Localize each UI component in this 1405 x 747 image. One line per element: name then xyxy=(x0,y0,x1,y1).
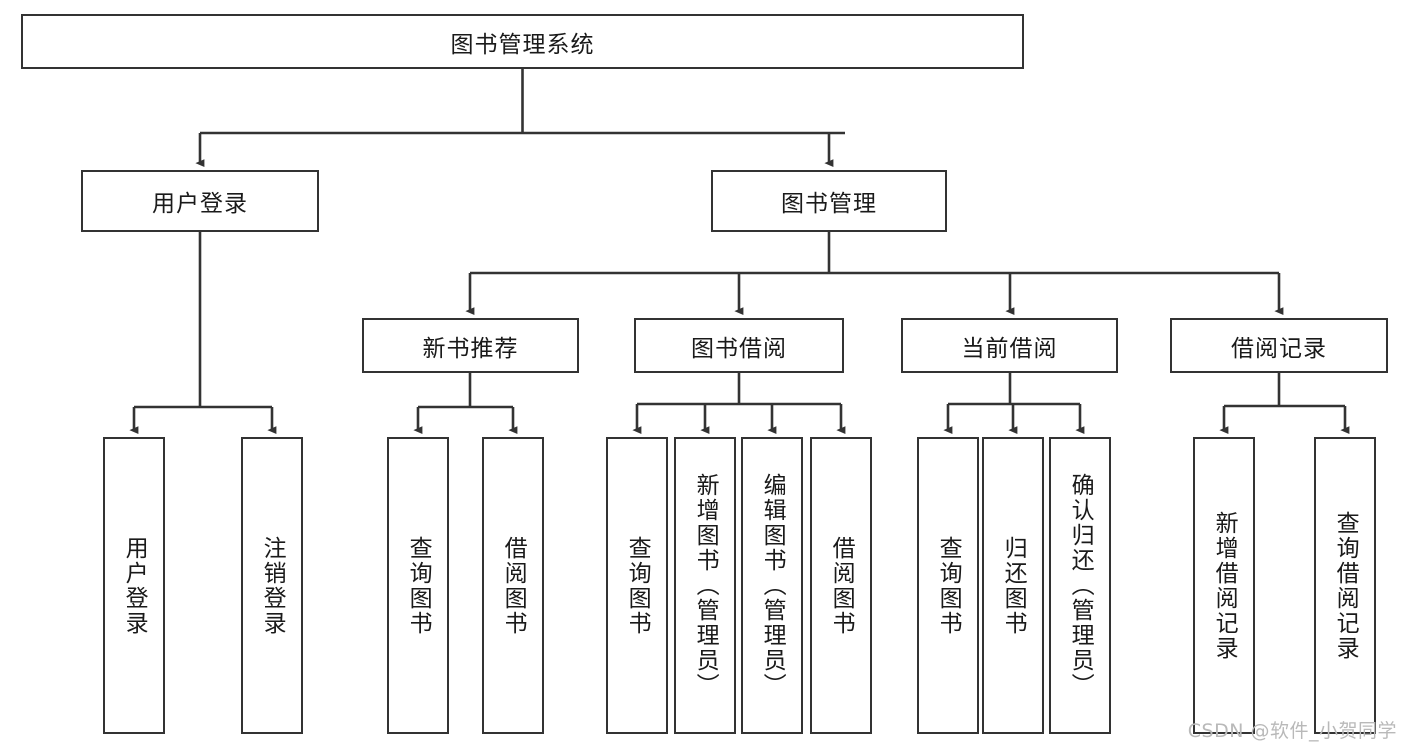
node-leaf-query-book-current[interactable]: 查询图书 xyxy=(917,437,979,734)
node-root-book-management-system[interactable]: 图书管理系统 xyxy=(21,14,1024,69)
node-label: 查询图书 xyxy=(935,535,962,636)
node-current-borrow[interactable]: 当前借阅 xyxy=(901,318,1118,373)
node-label: 图书管理系统 xyxy=(450,31,595,58)
node-label: 注销登录 xyxy=(259,535,286,636)
node-leaf-return-book[interactable]: 归还图书 xyxy=(982,437,1044,734)
node-label: 新增图书（管理员） xyxy=(692,473,719,698)
node-label: 编辑图书（管理员） xyxy=(759,473,786,698)
node-label: 用户登录 xyxy=(121,535,148,636)
node-label: 查询借阅记录 xyxy=(1332,510,1359,661)
node-label: 借阅图书 xyxy=(828,535,855,636)
node-book-management[interactable]: 图书管理 xyxy=(711,170,947,232)
node-user-login[interactable]: 用户登录 xyxy=(81,170,319,232)
node-new-book-recommendation[interactable]: 新书推荐 xyxy=(362,318,579,373)
node-leaf-query-book-borrow[interactable]: 查询图书 xyxy=(606,437,668,734)
node-leaf-user-login[interactable]: 用户登录 xyxy=(103,437,165,734)
node-borrow-records[interactable]: 借阅记录 xyxy=(1170,318,1388,373)
node-label: 用户登录 xyxy=(152,191,248,217)
node-label: 新书推荐 xyxy=(422,335,519,362)
node-leaf-add-book-admin[interactable]: 新增图书（管理员） xyxy=(674,437,736,734)
watermark-text: CSDN @软件_小贺同学 xyxy=(1187,720,1397,742)
node-leaf-query-borrow-record[interactable]: 查询借阅记录 xyxy=(1314,437,1376,734)
node-label: 查询图书 xyxy=(624,535,651,636)
node-leaf-logout[interactable]: 注销登录 xyxy=(241,437,303,734)
node-label: 确认归还（管理员） xyxy=(1067,473,1094,698)
node-leaf-query-book-recommendation[interactable]: 查询图书 xyxy=(387,437,449,734)
node-leaf-borrow-book-recommendation[interactable]: 借阅图书 xyxy=(482,437,544,734)
node-label: 图书借阅 xyxy=(691,335,787,362)
node-leaf-borrow-book[interactable]: 借阅图书 xyxy=(810,437,872,734)
node-leaf-edit-book-admin[interactable]: 编辑图书（管理员） xyxy=(741,437,803,734)
node-label: 当前借阅 xyxy=(961,335,1058,362)
node-label: 借阅图书 xyxy=(500,535,527,636)
node-label: 归还图书 xyxy=(1000,535,1027,636)
node-leaf-confirm-return-admin[interactable]: 确认归还（管理员） xyxy=(1049,437,1111,734)
node-label: 借阅记录 xyxy=(1231,335,1327,362)
node-label: 新增借阅记录 xyxy=(1211,510,1238,661)
node-leaf-add-borrow-record[interactable]: 新增借阅记录 xyxy=(1193,437,1255,734)
node-label: 图书管理 xyxy=(781,191,877,217)
node-book-borrow[interactable]: 图书借阅 xyxy=(634,318,844,373)
node-label: 查询图书 xyxy=(405,535,432,636)
